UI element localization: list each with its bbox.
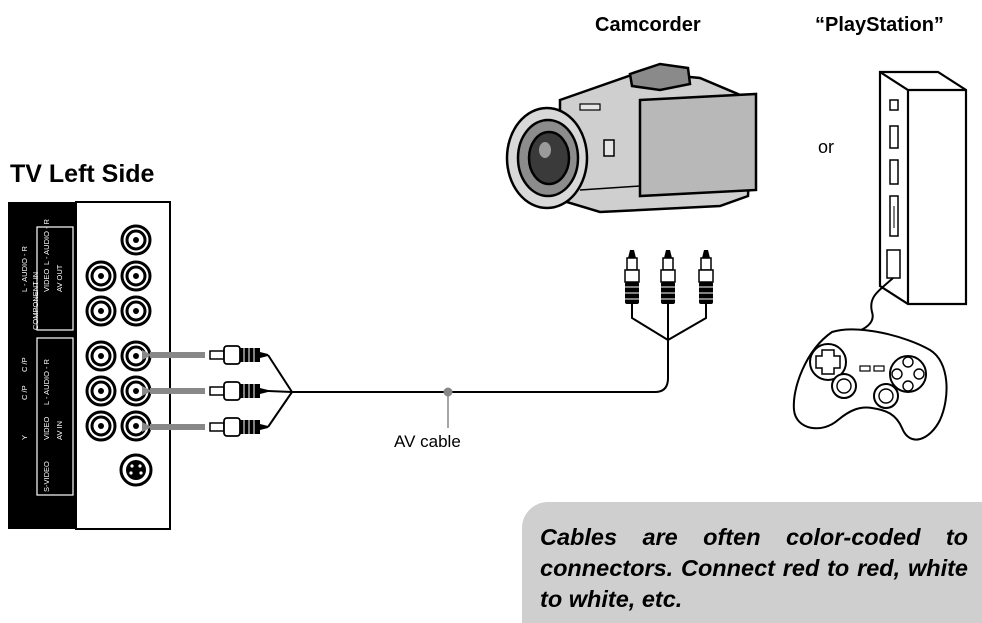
panel-label-video-in: VIDEO [42,416,51,440]
av-cable-label: AV cable [394,432,461,451]
rca-plug [698,250,714,304]
panel-label-cb-pb: C /P [20,385,29,400]
rca-plug [209,345,268,365]
rca-jack [85,340,117,372]
rca-jack [85,295,117,327]
playstation-title: “PlayStation” [815,14,944,36]
rca-jack [85,375,117,407]
playstation-console-illustration [878,70,968,306]
panel-label-y: Y [20,435,29,440]
panel-label-component-in: COMPONENT IN [31,272,40,330]
rca-plug [624,250,640,304]
panel-label-av-out: AV OUT [55,264,64,292]
rca-jack [120,340,152,372]
right-rca-plugs [624,250,714,304]
rca-plug [660,250,676,304]
av-cable [267,304,707,428]
tv-side-panel: L - AUDIO - R VIDEO L - AUDIO - R AV OUT… [8,201,171,530]
rca-plug [209,417,268,437]
or-label: or [818,137,835,157]
rca-jack [120,224,152,256]
panel-label-s-video: S-VIDEO [42,461,51,492]
panel-label-audio-out: L - AUDIO - R [42,218,51,265]
rca-plug [209,381,268,401]
rca-jack [120,410,152,442]
s-video-jack [119,453,153,487]
camcorder-illustration [505,62,758,214]
tv-left-side-title: TV Left Side [10,160,155,188]
rca-jack [85,260,117,292]
rca-jack [120,260,152,292]
rca-jack [120,375,152,407]
note-text: Cables are often color-coded to connecto… [540,524,968,612]
camcorder-title: Camcorder [595,14,701,36]
panel-label-video-out: VIDEO [42,268,51,292]
panel-label-av-in: AV IN [55,421,64,440]
panel-label-cr-pr: C /P [20,357,29,372]
rca-jack [85,410,117,442]
panel-label-audio-in: L - AUDIO - R [42,358,51,405]
rca-jack [120,295,152,327]
panel-label-audio-top: L - AUDIO - R [20,245,29,292]
game-controller-illustration [792,277,948,441]
left-rca-plugs [209,345,268,437]
insert-arrows [142,350,205,432]
note-box: Cables are often color-coded to connecto… [522,502,982,623]
